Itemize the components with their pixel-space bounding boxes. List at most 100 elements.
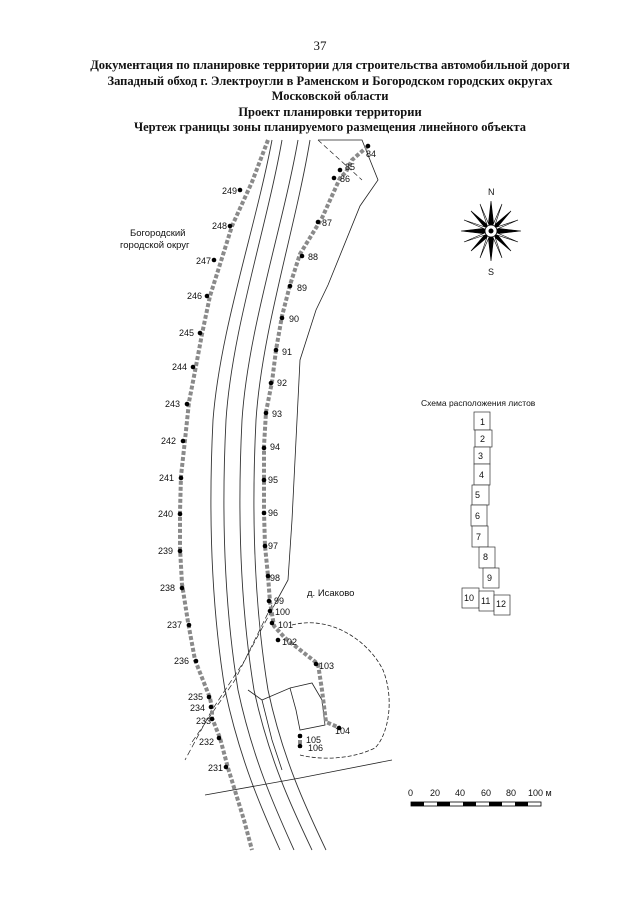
point-238 [179, 585, 185, 591]
label-104: 104 [335, 726, 350, 736]
point-92 [268, 380, 274, 386]
point-239 [177, 548, 183, 554]
scale-label-80: 80 [506, 788, 516, 798]
point-100 [267, 608, 273, 614]
point-245 [197, 330, 203, 336]
label-89: 89 [297, 283, 307, 293]
label-239: 239 [158, 546, 173, 556]
label-88: 88 [308, 252, 318, 262]
point-247 [211, 257, 217, 263]
point-86 [331, 175, 337, 181]
label-248: 248 [212, 221, 227, 231]
compass-rose-icon: N S [460, 187, 522, 277]
road-edge-3 [239, 139, 313, 851]
point-248 [227, 223, 233, 229]
label-233: 233 [196, 716, 211, 726]
village-zone-boundary [291, 622, 390, 759]
point-237 [186, 622, 192, 628]
point-233 [209, 716, 215, 722]
label-86: 86 [340, 174, 350, 184]
point-85 [337, 167, 343, 173]
label-99: 99 [274, 596, 284, 606]
dashed-line-3 [189, 604, 273, 746]
point-240 [177, 511, 183, 517]
point-232 [216, 735, 222, 741]
label-90: 90 [289, 314, 299, 324]
label-103: 103 [319, 661, 334, 671]
village-buildings [261, 682, 326, 731]
label-246: 246 [187, 291, 202, 301]
point-105 [297, 733, 303, 739]
label-249: 249 [222, 186, 237, 196]
label-238: 238 [160, 583, 175, 593]
label-242: 242 [161, 436, 176, 446]
label-241: 241 [159, 473, 174, 483]
label-100: 100 [275, 607, 290, 617]
label-102: 102 [282, 637, 297, 647]
left-boundary-points: 249 248 247 246 245 244 243 242 241 240 … [158, 186, 243, 773]
title-line-2: Западный обход г. Электроугли в Раменско… [107, 73, 553, 88]
sheet-number-9: 9 [487, 573, 492, 583]
point-90 [279, 315, 285, 321]
label-87: 87 [322, 218, 332, 228]
label-244: 244 [172, 362, 187, 372]
sheet-number-12: 12 [496, 599, 506, 609]
label-237: 237 [167, 620, 182, 630]
point-84 [365, 143, 371, 149]
region-label-line-1: Богородский [130, 228, 185, 239]
document-title: Документация по планировке территории дл… [40, 58, 620, 136]
point-91 [273, 347, 279, 353]
point-249 [237, 187, 243, 193]
compass-south-label: S [488, 267, 494, 277]
label-92: 92 [277, 378, 287, 388]
label-95: 95 [268, 475, 278, 485]
sheet-number-1: 1 [480, 417, 485, 427]
point-98 [265, 573, 271, 579]
scale-label-40: 40 [455, 788, 465, 798]
point-235 [206, 694, 212, 700]
road-edge-1 [210, 139, 281, 851]
sheet-number-8: 8 [483, 552, 488, 562]
village-edge [247, 689, 283, 771]
road-lines [210, 139, 327, 851]
label-101: 101 [278, 620, 293, 630]
scale-bar: 0 20 40 60 80 100 м [408, 788, 552, 807]
title-line-3: Московской области [271, 89, 389, 103]
road-edge-2 [223, 139, 295, 851]
point-87 [315, 219, 321, 225]
point-104 [336, 725, 342, 731]
sheet-number-3: 3 [478, 451, 483, 461]
sheet-number-7: 7 [476, 532, 481, 542]
label-84: 84 [366, 149, 376, 159]
label-105: 105 [306, 735, 321, 745]
point-101 [269, 620, 275, 626]
region-label-line-2: городской округ [120, 240, 190, 251]
point-241 [178, 475, 184, 481]
label-243: 243 [165, 399, 180, 409]
point-244 [190, 364, 196, 370]
sheet-number-4: 4 [479, 470, 484, 480]
label-85: 85 [345, 162, 355, 172]
label-235: 235 [188, 692, 203, 702]
sheet-number-11: 11 [481, 596, 490, 606]
point-242 [180, 438, 186, 444]
point-93 [263, 410, 269, 416]
point-243 [184, 401, 190, 407]
sheet-scheme-title: Схема расположения листов [421, 398, 536, 408]
sheet-number-2: 2 [480, 434, 485, 444]
point-96 [261, 510, 267, 516]
point-106 [297, 743, 303, 749]
scale-label-20: 20 [430, 788, 440, 798]
label-94: 94 [270, 442, 280, 452]
territory-outline [275, 139, 379, 603]
point-94 [261, 445, 267, 451]
point-246 [204, 293, 210, 299]
title-line-1: Документация по планировке территории дл… [90, 58, 570, 72]
left-boundary-line [178, 139, 270, 851]
scale-label-100: 100 м [528, 788, 552, 798]
label-240: 240 [158, 509, 173, 519]
point-234 [208, 704, 214, 710]
point-89 [287, 283, 293, 289]
right-boundary-points: 84 85 86 87 88 89 90 91 92 93 94 95 96 9… [261, 143, 376, 753]
